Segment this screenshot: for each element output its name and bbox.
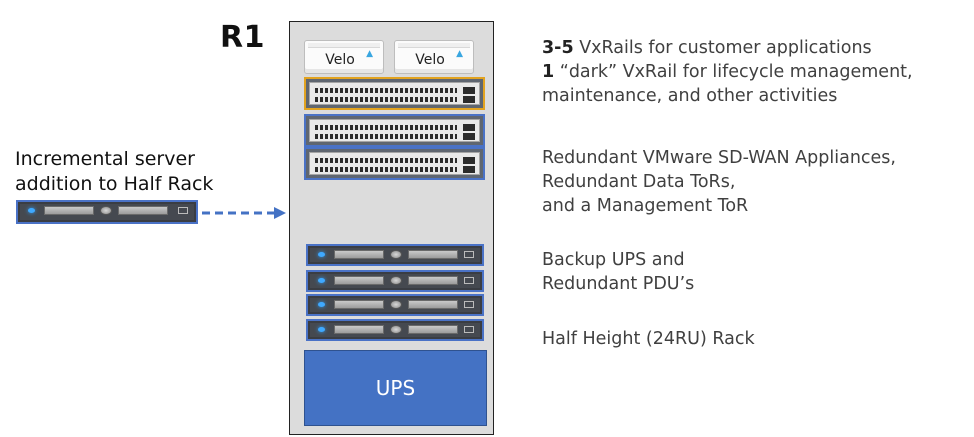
rack-title: R1 xyxy=(220,20,265,55)
description-vxrails: 3-5 VxRails for customer applications 1 … xyxy=(542,36,913,108)
status-led-icon xyxy=(318,327,325,332)
desc-line: 1 “dark” VxRail for lifecycle management… xyxy=(542,62,913,82)
cloud-icon: ▲ xyxy=(366,49,373,59)
status-led-icon xyxy=(318,302,325,307)
velo-appliance-1: Velo ▲ xyxy=(304,40,384,74)
management-tor-switch xyxy=(304,77,485,110)
description-power: Backup UPS and Redundant PDU’s xyxy=(542,248,694,296)
ups-unit: UPS xyxy=(304,350,487,426)
half-height-rack: Velo ▲ Velo ▲ UPS xyxy=(289,21,494,435)
status-led-icon xyxy=(28,208,35,213)
desc-line: Redundant PDU’s xyxy=(542,274,695,294)
velo-label: Velo xyxy=(415,52,445,68)
cloud-icon: ▲ xyxy=(456,49,463,59)
desc-line: 3-5 VxRails for customer applications xyxy=(542,38,872,58)
desc-line: and a Management ToR xyxy=(542,196,749,216)
status-led-icon xyxy=(318,252,325,257)
vxrail-server-1 xyxy=(306,244,484,266)
velo-label: Velo xyxy=(325,52,355,68)
desc-line: Half Height (24RU) Rack xyxy=(542,329,755,349)
desc-line: maintenance, and other activities xyxy=(542,86,838,106)
dashed-arrow-icon xyxy=(202,207,286,219)
ups-label: UPS xyxy=(375,376,416,400)
incremental-label-line2: addition to Half Rack xyxy=(15,173,214,195)
desc-line: Redundant Data ToRs, xyxy=(542,172,736,192)
vxrail-server-4 xyxy=(306,319,484,341)
incremental-server xyxy=(16,200,198,224)
status-led-icon xyxy=(318,278,325,283)
incremental-label: Incremental server addition to Half Rack xyxy=(15,147,213,197)
desc-line: Redundant VMware SD-WAN Appliances, xyxy=(542,148,896,168)
velo-appliance-2: Velo ▲ xyxy=(394,40,474,74)
data-tor-switch-1 xyxy=(304,114,485,147)
vxrail-server-2 xyxy=(306,270,484,292)
desc-line: Backup UPS and xyxy=(542,250,685,270)
description-rack: Half Height (24RU) Rack xyxy=(542,327,755,351)
description-network: Redundant VMware SD-WAN Appliances, Redu… xyxy=(542,146,896,218)
vxrail-server-3 xyxy=(306,294,484,316)
data-tor-switch-2 xyxy=(304,147,485,180)
incremental-label-line1: Incremental server xyxy=(15,148,195,170)
